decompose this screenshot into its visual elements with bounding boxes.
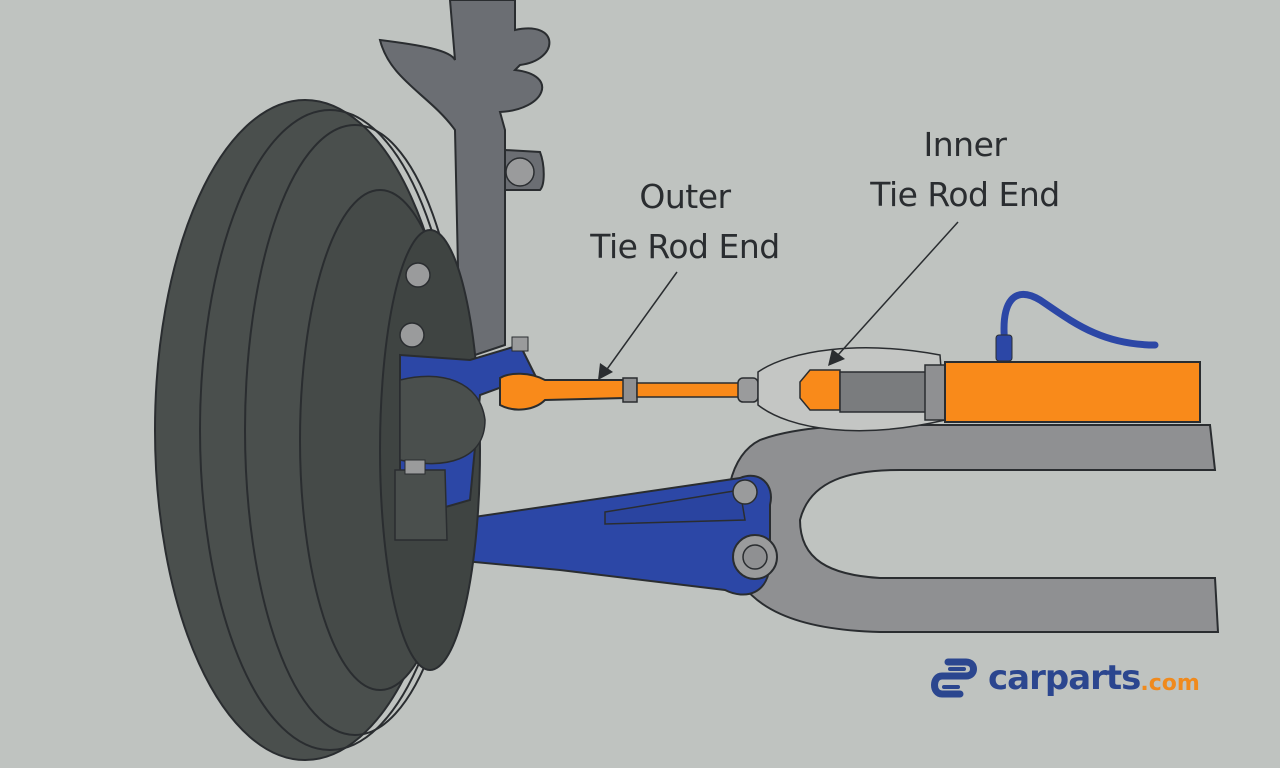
strut-assembly xyxy=(378,0,551,362)
callout-outer-line1: Outer xyxy=(639,177,731,216)
callout-outer-line2: Tie Rod End xyxy=(590,227,780,266)
tie-rod xyxy=(636,377,759,403)
steering-knuckle xyxy=(394,336,537,541)
brand-logo: carparts .com xyxy=(928,654,1200,702)
outer-tie-rod-end xyxy=(499,372,638,411)
steering-rack xyxy=(839,361,1201,423)
tire xyxy=(154,99,481,761)
lower-control-arm xyxy=(399,475,778,596)
callout-inner-tie-rod-end: Inner Tie Rod End xyxy=(845,120,1085,220)
hose xyxy=(995,291,1159,362)
callout-inner-line2: Tie Rod End xyxy=(870,175,1060,214)
brand-tld: .com xyxy=(1140,670,1200,696)
inner-tie-rod-end xyxy=(799,369,841,411)
brand-name: carparts xyxy=(988,658,1141,698)
callout-outer-tie-rod-end: Outer Tie Rod End xyxy=(560,172,810,272)
callout-leader-outer xyxy=(598,271,678,380)
subframe xyxy=(725,424,1220,633)
callout-inner-line1: Inner xyxy=(923,125,1007,164)
callout-leader-inner xyxy=(828,221,959,366)
carparts-logo-icon xyxy=(931,658,977,698)
